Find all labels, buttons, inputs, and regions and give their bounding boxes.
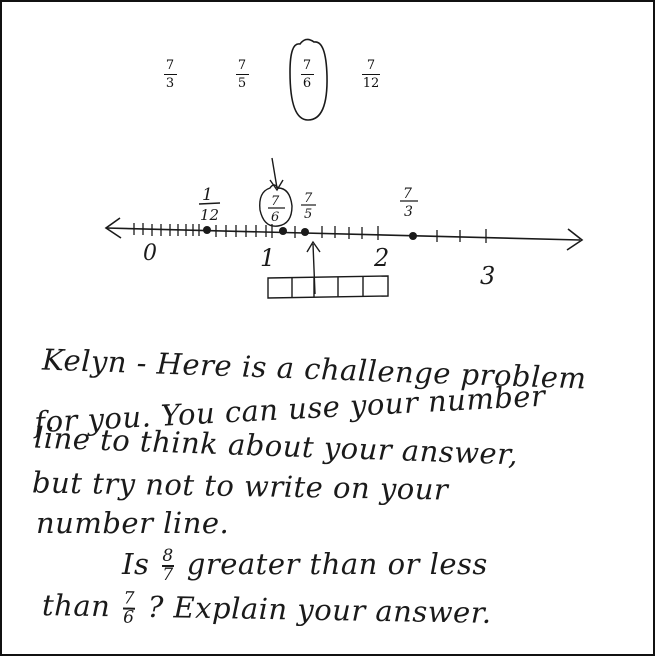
circle-around-fraction <box>289 38 328 121</box>
fraction-numerator: 7 <box>237 58 247 73</box>
fraction-7-6-handwritten: 7 6 <box>123 588 136 628</box>
label-7-6-num: 7 <box>271 194 280 209</box>
label-1: 1 <box>260 244 275 272</box>
point-7-3 <box>409 232 417 240</box>
point-7-6 <box>279 227 287 235</box>
question-is: Is <box>122 547 150 581</box>
label-3: 3 <box>480 262 495 290</box>
note-line-5: number line. <box>36 506 230 540</box>
label-7-3-den: 3 <box>404 204 413 220</box>
point-7-5 <box>301 228 309 236</box>
fraction-denominator: 12 <box>362 76 380 91</box>
right-arrowhead <box>566 228 584 251</box>
note-line-4: but try not to write on your <box>31 465 449 507</box>
fraction-7-3: 7 3 <box>157 58 183 91</box>
fraction-numerator: 7 <box>165 58 175 73</box>
question-greater-text: greater than or less <box>186 547 488 581</box>
fraction-7-12: 7 12 <box>358 58 384 91</box>
fraction-denominator: 6 <box>302 76 312 91</box>
label-7-6-den: 6 <box>271 210 279 225</box>
label-0: 0 <box>143 241 157 266</box>
question-line-1: Is 8 7 greater than or less <box>122 547 488 584</box>
fraction-numerator: 7 <box>366 58 376 73</box>
fraction-8-7: 8 7 <box>162 546 175 585</box>
fraction-denominator: 3 <box>165 76 175 91</box>
label-2: 2 <box>373 244 389 272</box>
label-1-12-den: 12 <box>200 206 219 224</box>
label-7-5-den: 5 <box>304 207 312 222</box>
number-line-axis <box>105 227 581 241</box>
fraction-denominator: 5 <box>237 76 247 91</box>
left-arrowhead <box>104 217 122 239</box>
label-7-5-num: 7 <box>304 191 313 206</box>
fraction-numerator: 7 <box>302 58 312 73</box>
label-7-3-num: 7 <box>403 186 412 202</box>
question-than: than <box>41 588 111 624</box>
question-explain-text: ? Explain your answer. <box>147 589 492 630</box>
label-1-12-num: 1 <box>202 185 213 205</box>
point-1-12 <box>203 226 211 234</box>
question-line-2: than 7 6 ? Explain your answer. <box>42 588 492 633</box>
down-arrow-icon <box>269 157 284 192</box>
fraction-7-6-circled: 7 6 <box>294 58 320 91</box>
fraction-7-5: 7 5 <box>229 58 255 91</box>
fifths-boxes <box>267 275 389 299</box>
